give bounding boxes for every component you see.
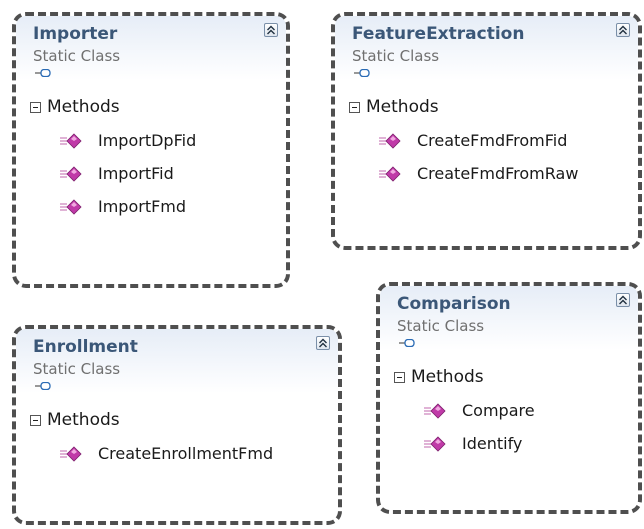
method-icon (424, 402, 446, 419)
method-icon (379, 165, 401, 182)
method-icon (60, 132, 82, 149)
class-header: Importer Static Class (16, 16, 286, 80)
method-icon (60, 198, 82, 215)
lollipop-icon (35, 382, 51, 390)
method-item[interactable]: Identify (380, 427, 638, 460)
class-title: Comparison (397, 294, 511, 314)
method-item[interactable]: ImportFmd (16, 190, 286, 223)
method-name: CreateFmdFromFid (417, 131, 568, 150)
section-label: Methods (47, 97, 120, 117)
section-label: Methods (47, 410, 120, 430)
lollipop-icon (354, 69, 370, 77)
method-item[interactable]: ImportFid (16, 157, 286, 190)
class-header: Comparison Static Class (380, 286, 638, 350)
method-name: ImportFid (98, 164, 174, 183)
minus-box-icon[interactable] (30, 101, 41, 113)
method-name: Identify (462, 434, 523, 453)
class-importer[interactable]: Importer Static Class Methods ImportDpFi… (12, 12, 290, 288)
method-name: ImportFmd (98, 197, 187, 216)
section-label: Methods (366, 97, 439, 117)
method-item[interactable]: CreateFmdFromFid (335, 124, 638, 157)
method-name: ImportDpFid (98, 131, 197, 150)
section-label: Methods (411, 367, 484, 387)
class-title: Importer (33, 24, 118, 44)
minus-box-icon[interactable] (349, 101, 360, 113)
lollipop-icon (399, 339, 415, 347)
method-icon (379, 132, 401, 149)
collapse-button[interactable] (616, 293, 630, 307)
method-icon (424, 435, 446, 452)
class-title: Enrollment (33, 337, 138, 357)
minus-box-icon[interactable] (394, 371, 405, 383)
double-chevron-up-icon (267, 25, 275, 35)
method-item[interactable]: CreateFmdFromRaw (335, 157, 638, 190)
double-chevron-up-icon (319, 338, 327, 348)
class-stereotype: Static Class (352, 47, 440, 65)
class-header: FeatureExtraction Static Class (335, 16, 638, 80)
collapse-button[interactable] (616, 23, 630, 37)
method-item[interactable]: ImportDpFid (16, 124, 286, 157)
methods-section-header[interactable]: Methods (16, 403, 338, 437)
minus-box-icon[interactable] (30, 414, 41, 426)
method-item[interactable]: CreateEnrollmentFmd (16, 437, 338, 470)
method-icon (60, 445, 82, 462)
class-feature-extraction[interactable]: FeatureExtraction Static Class Methods C… (331, 12, 642, 250)
method-item[interactable]: Compare (380, 394, 638, 427)
class-enrollment[interactable]: Enrollment Static Class Methods CreateEn… (12, 325, 342, 525)
method-name: CreateEnrollmentFmd (98, 444, 274, 463)
methods-section-header[interactable]: Methods (16, 90, 286, 124)
lollipop-icon (35, 69, 51, 77)
method-name: CreateFmdFromRaw (417, 164, 579, 183)
class-header: Enrollment Static Class (16, 329, 338, 393)
class-stereotype: Static Class (397, 317, 485, 335)
class-stereotype: Static Class (33, 360, 121, 378)
double-chevron-up-icon (619, 25, 627, 35)
class-stereotype: Static Class (33, 47, 121, 65)
methods-section-header[interactable]: Methods (380, 360, 638, 394)
collapse-button[interactable] (264, 23, 278, 37)
class-comparison[interactable]: Comparison Static Class Methods Compare … (376, 282, 642, 514)
class-title: FeatureExtraction (352, 24, 525, 44)
methods-section-header[interactable]: Methods (335, 90, 638, 124)
method-name: Compare (462, 401, 535, 420)
collapse-button[interactable] (316, 336, 330, 350)
method-icon (60, 165, 82, 182)
double-chevron-up-icon (619, 295, 627, 305)
